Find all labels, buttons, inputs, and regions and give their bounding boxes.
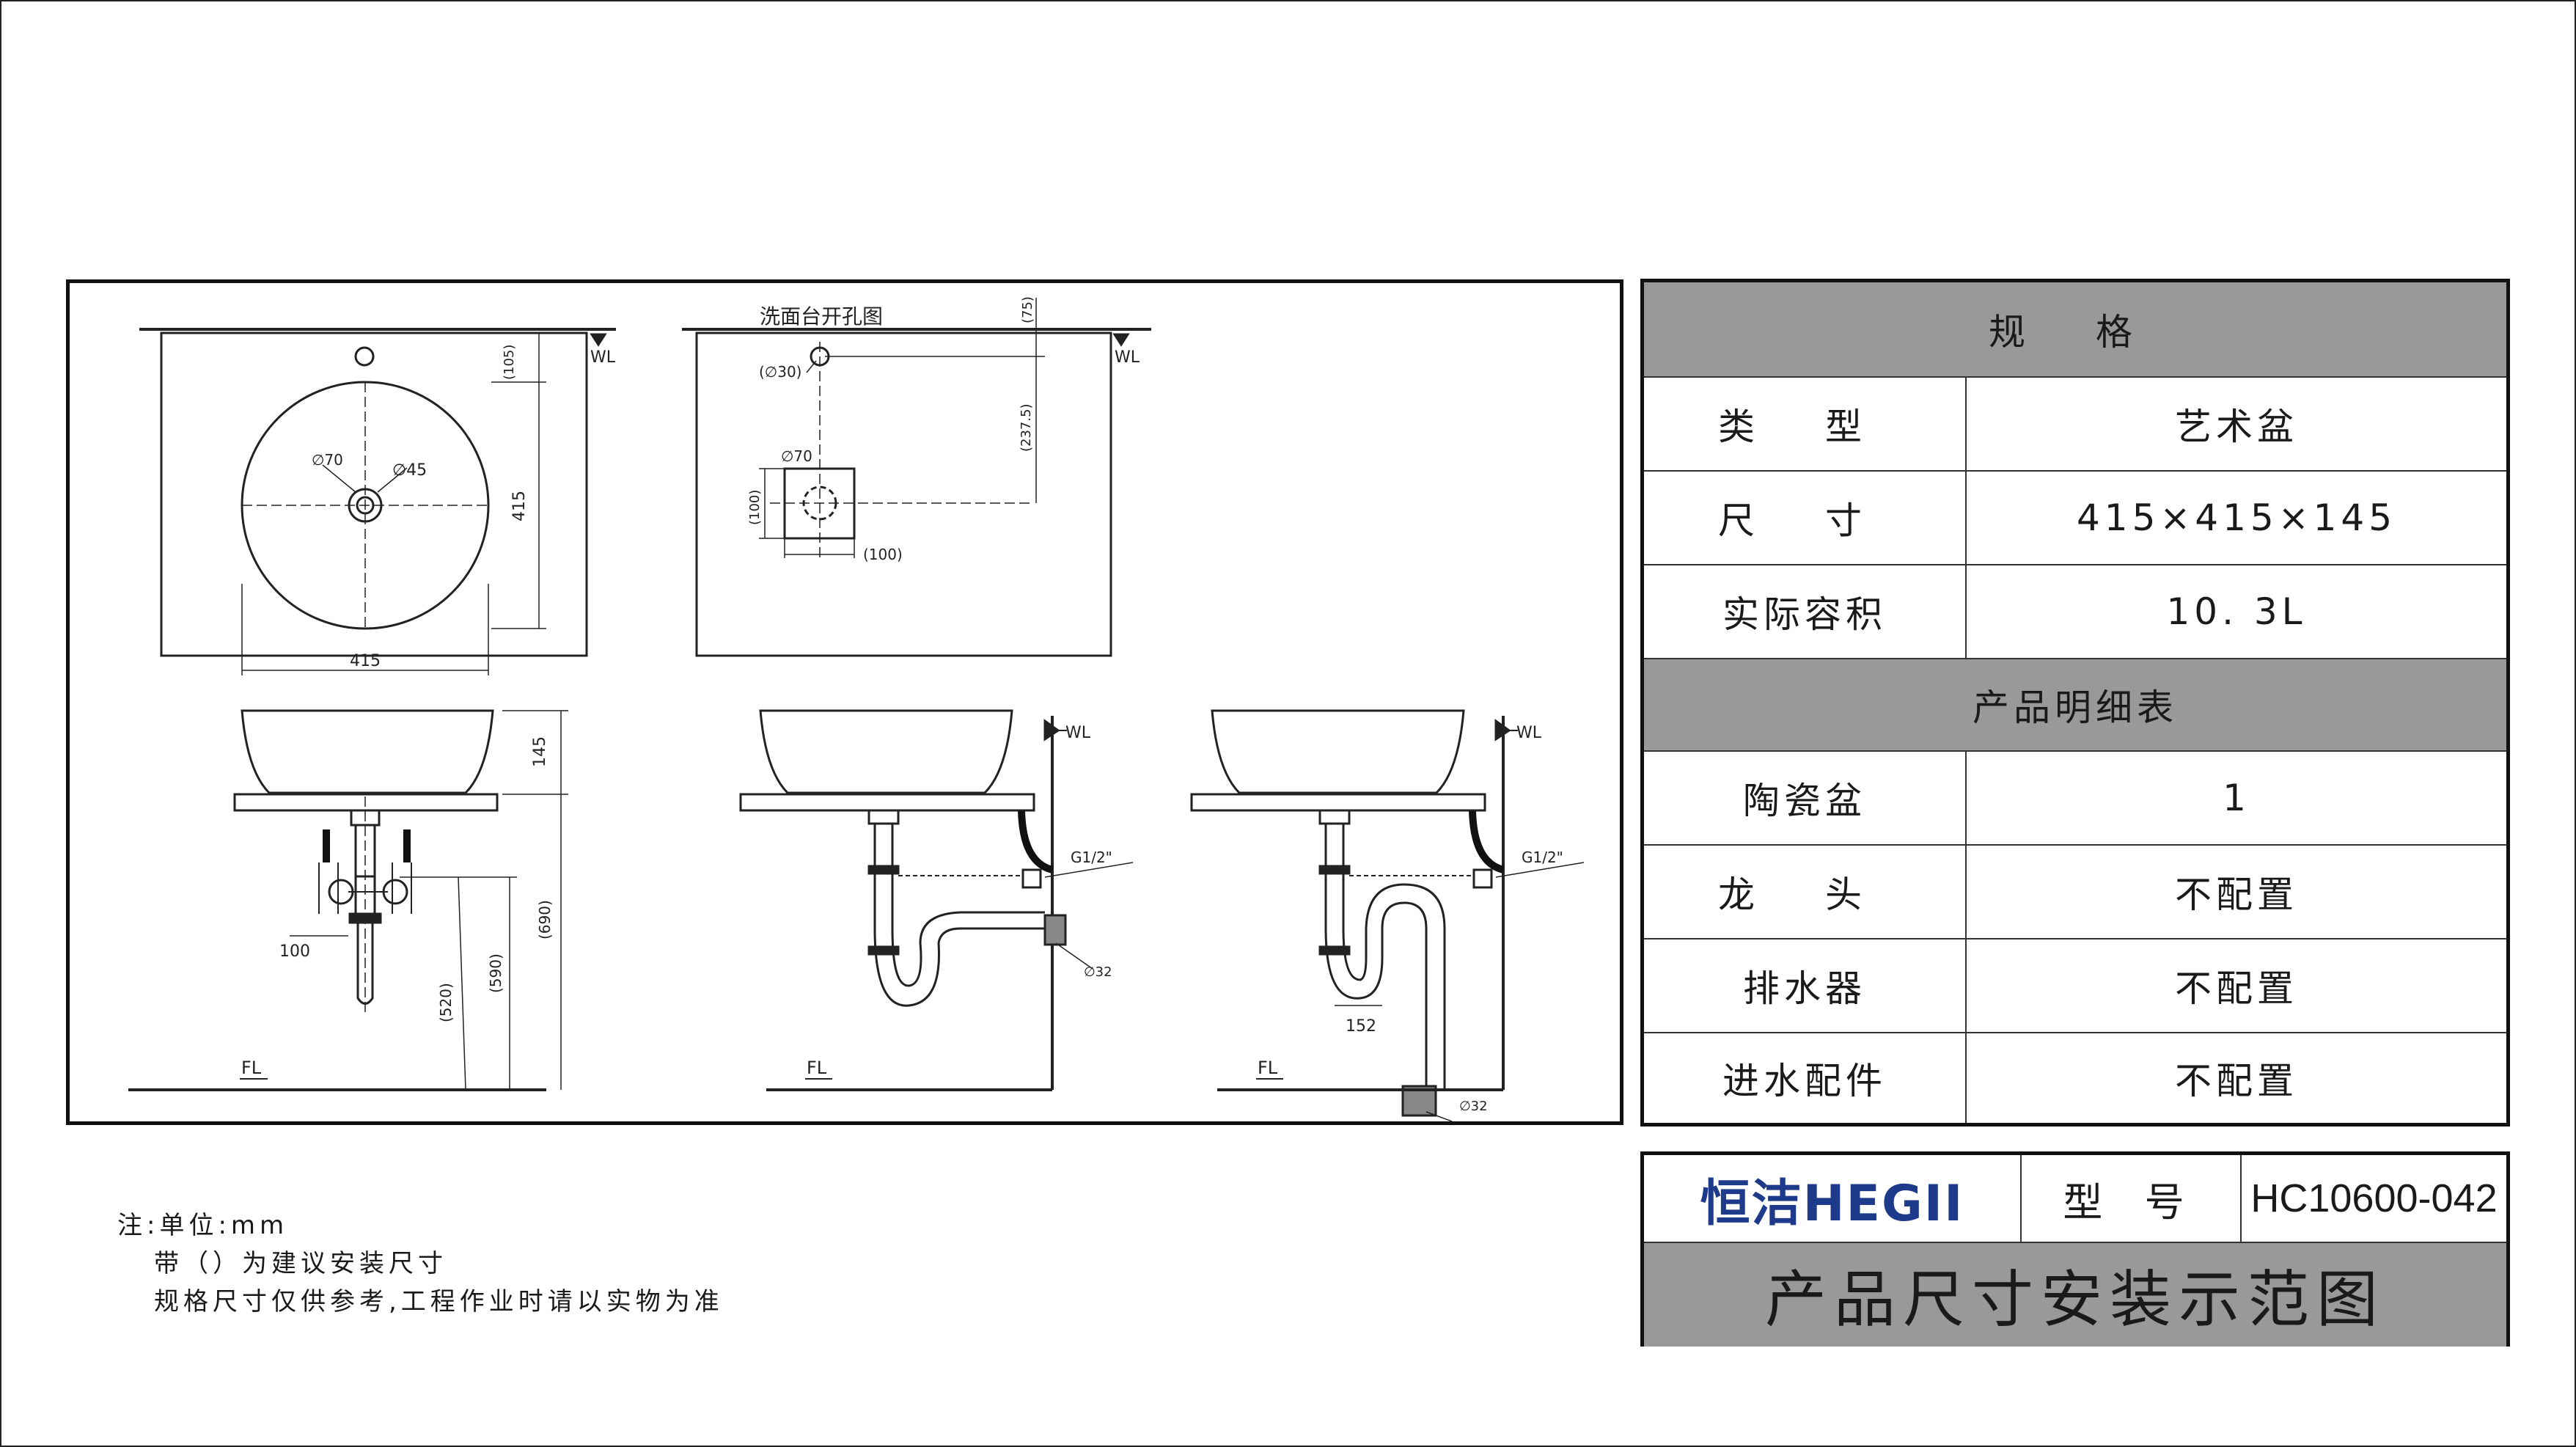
side1-g12: G1/2": [1071, 849, 1112, 866]
side2-fl-label: FL: [1258, 1058, 1278, 1078]
side2-h152: 152: [1346, 1017, 1376, 1036]
spec-table: 规 格 类 型 艺术盆 尺 寸 415×415×145 实际容积 10. 3L …: [1640, 279, 2510, 1127]
title-top-row: 恒洁HEGII 型 号 HC10600-042: [1644, 1155, 2506, 1243]
front-elevation: 145 (690) (590) (520) 100 FL: [128, 709, 568, 1091]
detail-row-inlet: 进水配件 不配置: [1644, 1033, 2506, 1123]
detail-header: 产品明细表: [1644, 659, 2506, 752]
cutout-view: 洗面台开孔图 (75) (∅30) (237.5) ∅70 (100) (100…: [682, 296, 1151, 657]
vanity-outline: [160, 331, 588, 657]
note-line: 注:单位:mm: [117, 1211, 289, 1240]
cutout-title: 洗面台开孔图: [760, 304, 883, 329]
spec-row-type: 类 型 艺术盆: [1644, 378, 2506, 472]
note-line: 规格尺寸仅供参考,工程作业时请以实物为准: [154, 1287, 724, 1316]
side1-d32: ∅32: [1084, 964, 1112, 980]
side2-wl-label: WL: [1516, 724, 1542, 742]
detail-row-faucet: 龙 头 不配置: [1644, 846, 2506, 939]
detail-row-drain: 排水器 不配置: [1644, 939, 2506, 1033]
cutout-v75: (75): [1020, 296, 1035, 323]
basin-profile: [241, 709, 494, 794]
model-value: HC10600-042: [2250, 1176, 2498, 1220]
spec-value: 415×415×145: [2076, 497, 2397, 539]
side-elevation-ptrap: WL G1/2" ∅32 FL: [739, 709, 1134, 1091]
spec-header: 规 格: [1644, 282, 2506, 378]
side1-wl-label: WL: [1065, 724, 1091, 742]
drawing-title: 产品尺寸安装示范图: [1644, 1243, 2506, 1347]
detail-label: 龙 头: [1644, 846, 1967, 938]
detail-value: 不配置: [2175, 873, 2298, 916]
front-fl-label: FL: [241, 1058, 262, 1078]
plan-d70: ∅70: [312, 451, 343, 469]
front-v690: (690): [536, 900, 554, 939]
cutout-v100: (100): [747, 490, 763, 525]
side2-d32: ∅32: [1459, 1099, 1488, 1114]
spec-label: 尺 寸: [1644, 472, 1967, 564]
notes: 注:单位:mm 带（）为建议安装尺寸 规格尺寸仅供参考,工程作业时请以实物为准: [117, 1206, 724, 1321]
spec-label: 实际容积: [1644, 565, 1967, 658]
cutout-v2375: (237.5): [1019, 403, 1034, 452]
spec-value: 10. 3L: [2166, 590, 2307, 633]
detail-label: 排水器: [1644, 939, 1967, 1032]
plan-v105: (105): [502, 345, 517, 380]
detail-label: 陶瓷盆: [1644, 752, 1967, 844]
detail-value: 1: [2223, 777, 2250, 819]
side-elevation-strap: WL G1/2" ∅32 152 FL: [1190, 709, 1585, 1121]
detail-title: 产品明细表: [1973, 686, 2178, 729]
drawing-area: ∅70 ∅45 (105) 415 415 WL 洗面台开孔图 (75) (∅3…: [66, 279, 1623, 1125]
brand-logo: 恒洁HEGII: [1644, 1155, 2022, 1242]
drain-inner: [356, 496, 375, 515]
spec-value: 艺术盆: [2175, 406, 2298, 448]
front-h100: 100: [279, 942, 310, 961]
detail-label: 进水配件: [1644, 1033, 1967, 1123]
spec-title: 规 格: [1989, 311, 2162, 353]
detail-value: 不配置: [2175, 1060, 2298, 1102]
plan-v415: 415: [510, 491, 529, 521]
plan-view: ∅70 ∅45 (105) 415 415 WL: [139, 328, 616, 675]
front-v520: (520): [437, 983, 455, 1022]
spec-row-volume: 实际容积 10. 3L: [1644, 565, 2506, 659]
spec-row-size: 尺 寸 415×415×145: [1644, 472, 2506, 565]
model-label: 型 号: [2022, 1155, 2242, 1242]
cutout-d30: (∅30): [759, 363, 801, 381]
side2-g12: G1/2": [1522, 849, 1563, 866]
tap-hole: [354, 346, 375, 367]
front-v590: (590): [487, 953, 504, 993]
plan-wl-label: WL: [590, 348, 616, 367]
spec-label: 类 型: [1644, 378, 1967, 470]
detail-value: 不配置: [2175, 967, 2298, 1010]
cutout-h100: (100): [863, 546, 903, 563]
plan-h415: 415: [350, 652, 381, 670]
cutout-wl-label: WL: [1115, 348, 1140, 367]
plan-d45: ∅45: [392, 461, 427, 480]
front-v145: 145: [531, 736, 549, 767]
technical-drawing: ∅70 ∅45 (105) 415 415 WL 洗面台开孔图 (75) (∅3…: [128, 296, 1585, 1121]
note-line: 带（）为建议安装尺寸: [154, 1249, 447, 1278]
counter-slab: [233, 793, 499, 812]
title-block: 恒洁HEGII 型 号 HC10600-042 产品尺寸安装示范图: [1640, 1151, 2510, 1347]
countertop-outline: [695, 331, 1112, 657]
side1-fl-label: FL: [807, 1058, 827, 1078]
detail-row-basin: 陶瓷盆 1: [1644, 752, 2506, 846]
cutout-d70: ∅70: [781, 447, 812, 465]
